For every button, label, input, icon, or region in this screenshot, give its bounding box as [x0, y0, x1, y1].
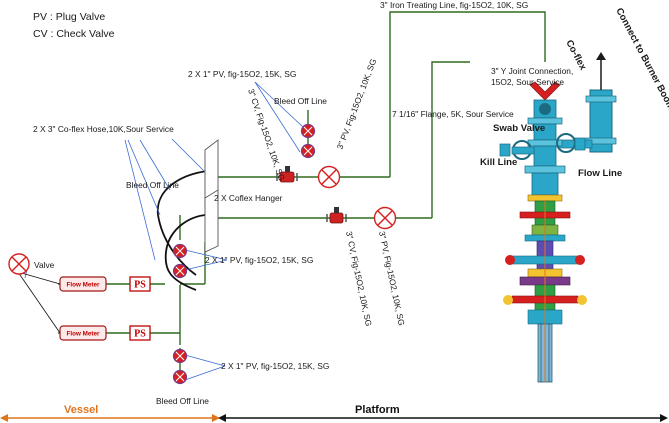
check-valve-top[interactable] [276, 166, 298, 183]
vessel-arrow [0, 414, 220, 422]
leader-lines [24, 81, 304, 381]
ps-box-2: PS [129, 325, 151, 341]
small-pv-top-1[interactable] [300, 123, 316, 139]
small-pv-mid-2[interactable] [172, 263, 188, 279]
flange-label: 7 1/16" Flange, 5K, Sour Service [392, 109, 514, 119]
flow-meter-1-label: Flow Meter [67, 282, 100, 289]
pv-diagonal-bottom-label: 3" PV, Fig-15O2, 10K, SG [377, 230, 407, 326]
plug-valve-top[interactable] [317, 165, 341, 189]
vessel-valve[interactable] [8, 253, 30, 275]
flow-line-label: Flow Line [578, 168, 622, 179]
bleed-bottom-label: Bleed Off Line [156, 396, 209, 406]
pv-bottom-label: 2 X 1" PV, fig-15O2, 15K, SG [221, 361, 329, 371]
cv-diagonal-bottom-label: 3" CV, Fig-15O2, 10K, SG [344, 230, 374, 327]
pv-diagonal-top-label: 3" PV, Fig-15O2, 10K, SG [335, 57, 379, 150]
ps-box-1: PS [129, 276, 151, 292]
iron-line-label: 3" Iron Treating Line, fig-15O2, 10K, SG [380, 0, 528, 10]
pv-mid-label: 2 X 1" PV, fig-15O2, 15K, SG [205, 255, 313, 265]
small-pv-bottom-2[interactable] [172, 369, 188, 385]
small-pv-top-2[interactable] [300, 143, 316, 159]
valve-label: Valve [34, 260, 55, 270]
vessel-label: Vessel [64, 404, 98, 416]
coflex-hanger-label: 2 X Coflex Hanger [214, 193, 283, 203]
small-pv-bottom-1[interactable] [172, 348, 188, 364]
ps-1-label: PS [134, 280, 146, 291]
bleed-mid-label: Bleed Off Line [126, 180, 179, 190]
ps-2-label: PS [134, 329, 146, 340]
bleed-top-label: Bleed Off Line [274, 96, 327, 106]
y-joint-label-1: 3" Y Joint Connection, [491, 66, 573, 76]
wellhead [499, 52, 617, 383]
check-valve-bottom[interactable] [326, 207, 347, 224]
legend-cv: CV : Check Valve [33, 28, 115, 40]
pv-top-label: 2 X 1" PV, fig-15O2, 15K, SG [188, 69, 296, 79]
pipe-lines [58, 11, 546, 380]
flow-meter-1: Flow Meter [59, 276, 107, 292]
kill-line-label: Kill Line [480, 157, 517, 168]
coflex-hoses [157, 169, 219, 291]
coflex-hangers [204, 139, 219, 253]
flow-meter-2-label: Flow Meter [67, 331, 100, 338]
legend-pv: PV : Plug Valve [33, 11, 105, 23]
swab-valve-label: Swab Valve [493, 123, 545, 134]
flow-meter-2: Flow Meter [59, 325, 107, 341]
coflex-hose-label: 2 X 3" Co-flex Hose,10K,Sour Service [33, 124, 174, 134]
platform-label: Platform [355, 404, 400, 416]
small-pv-mid-1[interactable] [172, 243, 188, 259]
y-joint-label-2: 15O2, Sour Service [491, 77, 564, 87]
connect-boom-label: Connect to Burner Boom [613, 6, 669, 112]
plug-valve-bottom[interactable] [373, 206, 397, 230]
platform-arrow [218, 414, 668, 422]
